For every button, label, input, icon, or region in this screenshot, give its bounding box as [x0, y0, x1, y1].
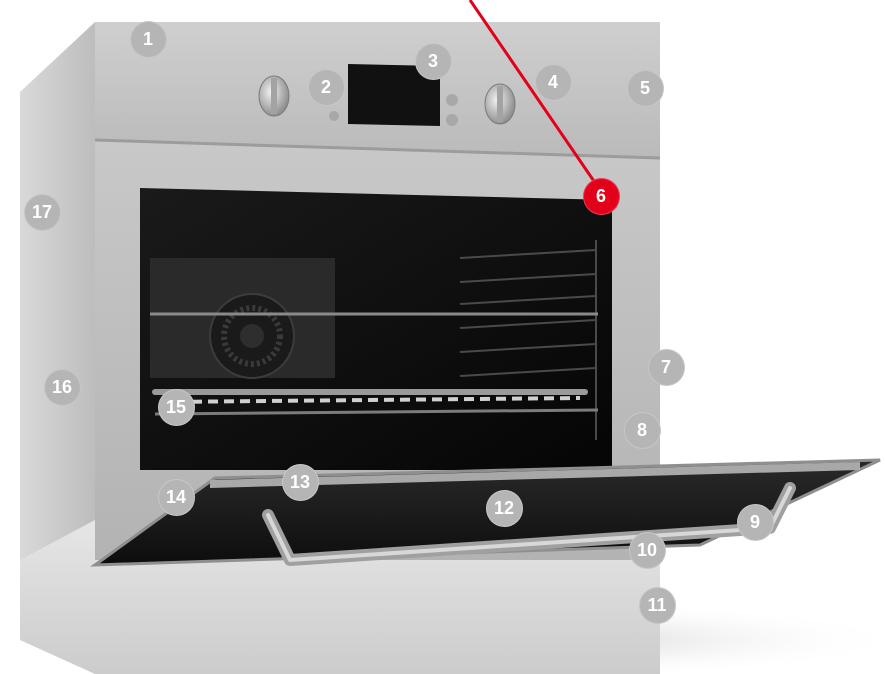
callout-badge-7: 7 [648, 349, 685, 386]
callout-badge-11: 11 [639, 587, 676, 624]
left-knob-grip [271, 78, 277, 114]
callout-badge-17: 17 [24, 194, 61, 231]
callout-badge-4: 4 [535, 64, 572, 101]
panel-button [446, 114, 458, 126]
right-knob-grip [497, 86, 503, 122]
callout-badge-9: 9 [737, 504, 774, 541]
callout-badge-2: 2 [308, 69, 345, 106]
callout-badge-1: 1 [130, 21, 167, 58]
callout-badge-12: 12 [486, 490, 523, 527]
callout-badge-8: 8 [624, 412, 661, 449]
callout-badge-14: 14 [158, 479, 195, 516]
callout-badge-6: 6 [583, 178, 620, 215]
callout-badge-16: 16 [44, 369, 81, 406]
callout-badge-15: 15 [158, 389, 195, 426]
callout-badge-5: 5 [627, 70, 664, 107]
callout-badge-13: 13 [282, 464, 319, 501]
fan-hub [240, 324, 264, 348]
panel-button [329, 111, 339, 121]
callout-badge-10: 10 [629, 532, 666, 569]
callout-badge-3: 3 [415, 43, 452, 80]
panel-button [446, 94, 458, 106]
